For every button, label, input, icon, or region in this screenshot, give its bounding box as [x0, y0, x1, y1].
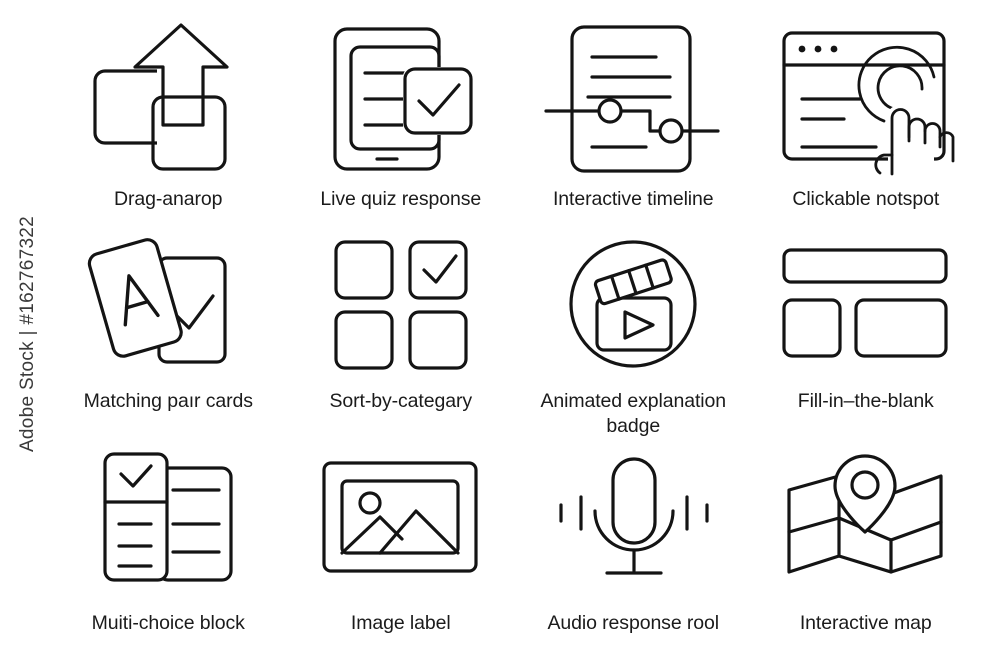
icon-cell-sort-by-category[interactable]: Sort-by-categary — [285, 229, 518, 442]
icon-cell-image-label[interactable]: Image label — [285, 443, 518, 656]
icon-cell-interactive-timeline[interactable]: Interactive timeline — [517, 16, 750, 229]
icon-label: Drag-anarop — [114, 188, 223, 210]
icon-label: Muiti-choice block — [91, 611, 245, 634]
icon-label: Matching paır cards — [83, 390, 253, 413]
icon-label: Interactive map — [799, 611, 932, 634]
adobe-stock-watermark: Adobe Stock | #162767322 — [8, 0, 48, 667]
checklist-panels-icon — [78, 443, 258, 593]
grid-four-squares-check-icon — [311, 229, 491, 379]
icon-label: Interactive timeline — [552, 188, 714, 210]
icon-cell-matching-pair-cards[interactable]: Matching paır cards — [52, 229, 285, 442]
icon-cell-fill-in-the-blank[interactable]: Fill-in–the-blank — [750, 229, 983, 442]
icon-label: Sort-by-categary — [329, 390, 473, 413]
tablet-checkmark-icon — [311, 16, 491, 181]
browser-hand-tap-icon — [776, 16, 956, 181]
icon-cell-multi-choice-block[interactable]: Muiti-choice block — [52, 443, 285, 656]
icon-cell-audio-response-tool[interactable]: Audio response rool — [517, 443, 750, 656]
icon-label: Clickable notspot — [792, 188, 940, 210]
picture-frame-icon — [311, 443, 491, 593]
icon-cell-live-quiz-response[interactable]: Live quiz response — [285, 16, 518, 229]
timeline-nodes-icon — [543, 16, 723, 181]
icon-label: Fill-in–the-blank — [797, 390, 934, 413]
layout-blocks-icon — [776, 229, 956, 379]
icon-cell-animated-explanation-badge[interactable]: Animated explanation badge — [517, 229, 750, 442]
icon-label: Live quiz response — [320, 188, 482, 210]
cards-letter-a-check-icon — [78, 229, 258, 379]
icon-cell-drag-and-drop[interactable]: Drag-anarop — [52, 16, 285, 229]
watermark-text: Adobe Stock | #162767322 — [17, 215, 39, 452]
icon-label: Image label — [350, 611, 451, 634]
folded-map-pin-icon — [776, 443, 956, 593]
icon-label: Audio response rool — [547, 611, 720, 634]
microphone-waves-icon — [543, 443, 723, 593]
icon-cell-interactive-map[interactable]: Interactive map — [750, 443, 983, 656]
drag-and-drop-icon — [78, 16, 258, 181]
icon-grid: Drag-anarop Live quiz response — [52, 16, 982, 656]
clapperboard-play-circle-icon — [543, 229, 723, 379]
icon-label: Animated explanation badge — [540, 390, 727, 438]
icon-cell-clickable-hotspot[interactable]: Clickable notspot — [750, 16, 983, 229]
